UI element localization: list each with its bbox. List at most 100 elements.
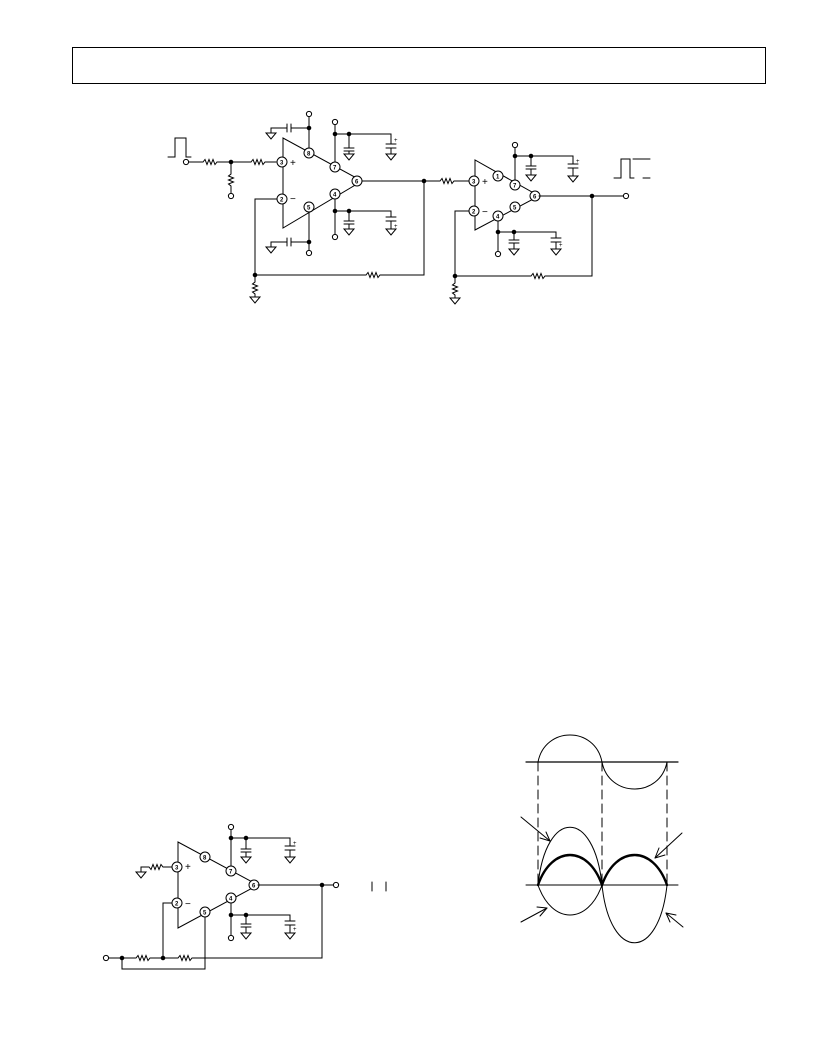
ground-symbol <box>384 228 398 236</box>
svg-text:8: 8 <box>203 856 207 862</box>
amp3-pin-8: 8 <box>199 851 211 863</box>
op-amp-1-body <box>282 137 364 229</box>
ground-symbol <box>264 132 278 140</box>
amp1-gain-resistor <box>251 274 259 298</box>
svg-text:6: 6 <box>252 884 256 890</box>
ground-symbol <box>384 153 398 161</box>
page-header-box <box>72 47 766 84</box>
single-amplifier-circuit: + − 3 2 8 7 4 5 6 + <box>102 823 387 970</box>
svg-text:5: 5 <box>203 911 207 917</box>
amp2-supply-bus-top <box>514 155 574 165</box>
ground-symbol <box>248 296 262 304</box>
amp2-pin-4: 4 <box>492 210 504 222</box>
input-terminal <box>102 954 110 962</box>
op-amp-2-body <box>474 159 541 231</box>
svg-text:2: 2 <box>175 902 179 908</box>
svg-text:2: 2 <box>472 210 476 216</box>
svg-text:4: 4 <box>333 193 337 199</box>
arrow-lower-left-head <box>536 906 548 917</box>
ground-symbol <box>239 856 253 864</box>
inverting-sign: − <box>290 194 296 205</box>
tantalum-cap <box>284 845 296 858</box>
op-amp-3-body <box>177 841 260 929</box>
svg-text:7: 7 <box>513 184 517 190</box>
ground-symbol <box>239 932 253 940</box>
vminus-terminal <box>227 934 235 942</box>
supply-bus-top <box>334 133 392 145</box>
inverting-sign: − <box>482 207 488 218</box>
svg-text:5: 5 <box>307 206 311 212</box>
ground-symbol <box>448 297 462 305</box>
polarity-plus: + <box>394 138 398 144</box>
polarity-plus: + <box>293 841 297 847</box>
input-resistor-2 <box>250 158 277 166</box>
noninverting-sign: + <box>290 158 296 169</box>
shunt-resistor <box>227 161 235 194</box>
ground-symbol <box>342 228 356 236</box>
polarity-plus: + <box>559 243 563 249</box>
output-pulse-marks <box>632 158 651 179</box>
amp1-pin-6: 6 <box>351 175 363 187</box>
pin5-terminal <box>305 249 313 257</box>
junction-dot <box>228 835 234 841</box>
junction-dot <box>306 125 312 131</box>
amp3-pin-7: 7 <box>225 865 237 877</box>
bias-resistor <box>140 863 173 873</box>
decoupling-cap <box>343 133 355 155</box>
ground-symbol <box>134 871 148 879</box>
svg-text:5: 5 <box>513 206 517 212</box>
amp3-pin-3: 3 <box>171 861 183 873</box>
pin8-terminal <box>305 110 313 118</box>
input-resistor-1 <box>202 158 218 166</box>
amp1-feedback-resistor <box>365 180 425 279</box>
svg-text:7: 7 <box>229 870 233 876</box>
polarity-plus: + <box>576 159 580 165</box>
amp2-gain-resistor <box>451 275 459 299</box>
svg-text:4: 4 <box>229 897 233 903</box>
decoupling-cap <box>343 210 355 230</box>
amp3-pin-4: 4 <box>225 892 237 904</box>
svg-text:4: 4 <box>496 215 500 221</box>
amp1-pin-4: 4 <box>329 188 341 200</box>
amp1-pin-2: 2 <box>276 193 288 205</box>
interstage-resistor <box>439 177 470 185</box>
ground-symbol <box>549 248 563 256</box>
amp2-feedback-wire <box>454 210 532 277</box>
polarity-plus: + <box>293 927 297 933</box>
amp2-pin-5: 5 <box>509 201 521 213</box>
ground-symbol <box>264 246 278 254</box>
vplus-terminal <box>511 141 519 149</box>
output-terminal <box>332 881 340 889</box>
svg-text:1: 1 <box>496 175 500 181</box>
svg-text:3: 3 <box>472 180 476 186</box>
amp2-pin-2: 2 <box>468 205 480 217</box>
amp1-pin-3: 3 <box>276 156 288 168</box>
svg-text:6: 6 <box>355 180 359 186</box>
junction-dot <box>495 229 501 235</box>
amp1-pin-5: 5 <box>303 201 315 213</box>
arrow-upper-right-head <box>654 847 666 859</box>
dashed-guide-lines <box>537 761 668 886</box>
arrow-upper-left-head <box>539 831 551 842</box>
shunt-terminal <box>227 192 235 200</box>
output-pulse-icon <box>613 158 635 179</box>
svg-text:8: 8 <box>307 152 311 158</box>
arrow-upper-left <box>520 816 551 842</box>
amp3-pin-5: 5 <box>199 906 211 918</box>
arrow-lower-left <box>520 907 548 923</box>
input-terminal <box>182 158 190 166</box>
ground-symbol <box>507 248 521 256</box>
junction-dot <box>228 912 234 918</box>
supply-bus-bottom <box>334 210 392 218</box>
ground-symbol <box>342 153 356 161</box>
rectified-wave-bold <box>536 853 669 889</box>
svg-text:7: 7 <box>333 166 337 172</box>
amp2-pin-7: 7 <box>509 179 521 191</box>
decoupling-cap <box>240 837 252 858</box>
amp2-pin-3: 3 <box>468 175 480 187</box>
arrow-upper-right <box>654 832 683 859</box>
svg-text:2: 2 <box>280 198 284 204</box>
amp3-supply-bus-top <box>230 837 291 847</box>
tantalum-cap <box>385 216 397 230</box>
